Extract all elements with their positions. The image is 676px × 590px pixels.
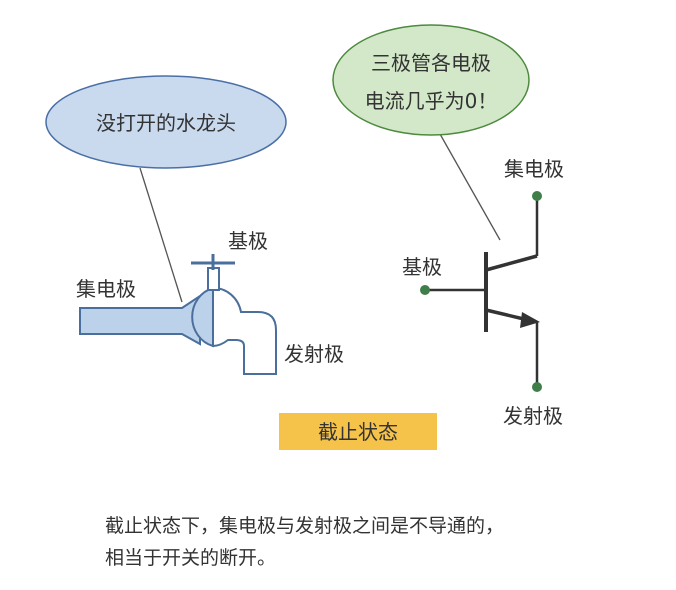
faucet-bubble-pointer — [139, 167, 183, 303]
state-label-background — [279, 413, 437, 450]
base-terminal-dot — [420, 285, 430, 295]
emitter-terminal-dot — [532, 382, 542, 392]
transistor-collector-arm — [485, 254, 538, 272]
faucet-inlet-pipe — [79, 294, 201, 346]
faucet-label-collector: 集电极 — [76, 277, 136, 301]
faucet-stem — [207, 267, 220, 291]
caption-line-2: 相当于开关的断开。 — [105, 547, 277, 569]
transistor-label-collector: 集电极 — [504, 157, 564, 181]
transistor-speech-bubble — [332, 24, 530, 136]
faucet-bubble-text: 没打开的水龙头 — [96, 111, 236, 135]
faucet-speech-bubble — [45, 75, 287, 169]
transistor-label-base: 基极 — [402, 255, 442, 279]
collector-terminal-dot — [532, 191, 542, 201]
transistor-bubble-line1: 三极管各电极 — [371, 51, 491, 75]
caption-text: 截止状态下，集电极与发射极之间是不导通的， 相当于开关的断开。 — [105, 510, 625, 574]
faucet-diagram: 没打开的水龙头 集电极 基极 发射极 — [45, 75, 344, 375]
transistor-emitter-arm — [485, 308, 529, 322]
transistor-label-emitter: 发射极 — [503, 404, 563, 428]
transistor-bubble-line2: 电流几乎为0！ — [365, 89, 498, 113]
caption-line-1: 截止状态下，集电极与发射极之间是不导通的， — [105, 515, 505, 537]
transistor-bubble-pointer — [439, 133, 501, 241]
transistor-emitter-arrow-icon — [520, 312, 540, 328]
faucet-label-emitter: 发射极 — [284, 342, 344, 366]
state-label-text: 截止状态 — [318, 420, 398, 444]
faucet-outlet-spout — [212, 286, 277, 375]
state-label-badge: 截止状态 — [279, 413, 437, 450]
faucet-valve-body-inlet — [191, 286, 214, 348]
transistor-diagram: 三极管各电极 电流几乎为0！ 集电极 基极 发射极 — [332, 24, 564, 428]
faucet-label-base: 基极 — [228, 229, 268, 253]
